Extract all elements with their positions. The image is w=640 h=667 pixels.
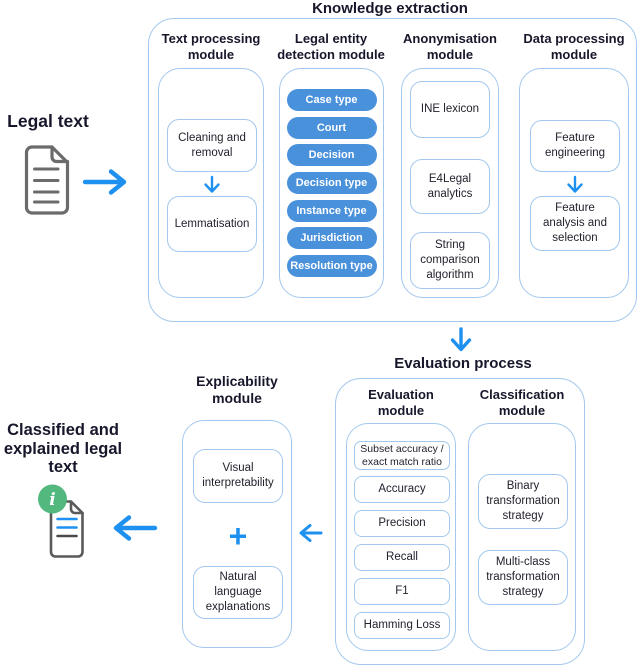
classification-module-container: Binary transformation strategy Multi-cla… — [468, 423, 576, 651]
string-comparison-box: String comparison algorithm — [410, 232, 490, 289]
data-processing-module-title: Data processing module — [523, 31, 625, 62]
e4legal-analytics-box: E4Legal analytics — [410, 159, 490, 214]
accuracy-box: Accuracy — [354, 476, 450, 503]
hamming-loss-box: Hamming Loss — [354, 612, 450, 639]
anonymisation-module-container: INE lexicon E4Legal analytics String com… — [401, 68, 499, 298]
feature-analysis-box: Feature analysis and selection — [530, 196, 620, 251]
lemmatisation-box: Lemmatisation — [167, 196, 257, 252]
anonymisation-module-title: Anonymisation module — [403, 31, 497, 62]
ine-lexicon-box: INE lexicon — [410, 81, 490, 138]
plus-icon: + — [228, 518, 248, 554]
legal-text-label: Legal text — [7, 111, 89, 131]
evaluation-process-title: Evaluation process — [394, 355, 532, 372]
f1-box: F1 — [354, 578, 450, 605]
evaluation-process-container: Evaluation module Classification module … — [335, 378, 585, 665]
pill-resolution-type: Resolution type — [286, 255, 377, 278]
binary-transformation-box: Binary transformation strategy — [478, 474, 568, 529]
arrow-left-icon — [299, 524, 323, 542]
knowledge-extraction-title: Knowledge extraction — [312, 0, 468, 17]
arrow-right-icon — [82, 169, 127, 195]
knowledge-extraction-container: Text processing module Legal entity dete… — [148, 18, 637, 322]
classified-explained-label: Classified and explained legal text — [3, 421, 123, 476]
pill-decision-type: Decision type — [286, 172, 377, 195]
legal-entity-detection-module-title: Legal entity detection module — [277, 31, 385, 62]
pill-jurisdiction: Jurisdiction — [286, 227, 377, 250]
arrow-down-icon — [567, 175, 583, 193]
pill-decision: Decision — [286, 144, 377, 167]
arrow-down-icon — [204, 175, 220, 193]
info-badge — [38, 484, 67, 514]
multiclass-transformation-box: Multi-class transformation strategy — [478, 550, 568, 605]
text-processing-module-container: Cleaning and removal Lemmatisation — [158, 68, 264, 298]
document-info-icon: i — [38, 484, 84, 558]
pill-instance-type: Instance type — [286, 199, 377, 222]
legal-entity-detection-module-container: Case type Court Decision Decision type I… — [279, 68, 384, 298]
pill-case-type: Case type — [286, 89, 377, 111]
pill-court: Court — [286, 116, 377, 139]
feature-engineering-box: Feature engineering — [530, 120, 620, 172]
info-badge-glyph: i — [49, 490, 55, 510]
classification-module-title: Classification module — [479, 387, 565, 418]
subset-accuracy-box: Subset accuracy / exact match ratio — [354, 441, 450, 470]
recall-box: Recall — [354, 544, 450, 571]
precision-box: Precision — [354, 510, 450, 537]
natural-language-explanations-box: Natural language explanations — [193, 566, 283, 619]
data-processing-module-container: Feature engineering Feature analysis and… — [519, 68, 629, 298]
evaluation-module-container: Subset accuracy / exact match ratio Accu… — [346, 423, 456, 651]
arrow-down-icon — [450, 327, 472, 352]
entity-pill-stack: Case type Court Decision Decision type I… — [280, 69, 383, 297]
arrow-left-icon — [113, 515, 158, 541]
explicability-module-title: Explicability module — [196, 373, 278, 406]
document-icon — [24, 145, 70, 215]
visual-interpretability-box: Visual interpretability — [193, 449, 283, 503]
evaluation-module-title: Evaluation module — [368, 387, 434, 418]
text-processing-module-title: Text processing module — [161, 31, 261, 62]
cleaning-and-removal-box: Cleaning and removal — [167, 119, 257, 172]
explicability-module-container: Visual interpretability + Natural langua… — [182, 420, 292, 648]
